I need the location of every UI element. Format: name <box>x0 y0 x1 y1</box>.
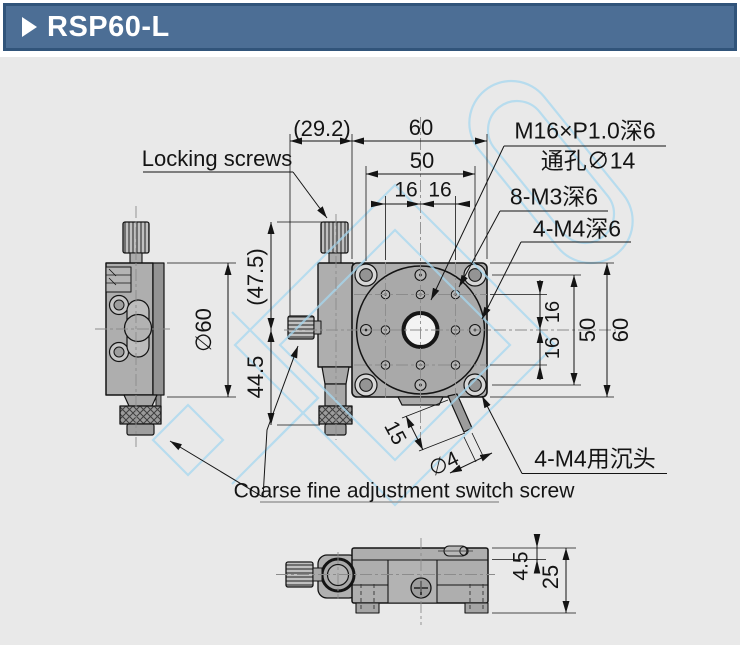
through-hole-note: 通孔∅14 <box>540 147 636 174</box>
centerlines <box>95 117 616 625</box>
leader-lines <box>143 145 667 503</box>
dimension-arrowheads <box>371 200 544 574</box>
counterbore-note: 4-M4用沉头 <box>534 445 656 472</box>
m3-holes-note: 8-M3深6 <box>509 183 599 210</box>
dim-height-to-center: (47.5) <box>243 248 268 306</box>
dim-right-hole-span: 50 <box>575 317 600 343</box>
dim-top-pitch-left: 16 <box>394 178 418 202</box>
dim-base-height: 25 <box>538 564 563 590</box>
dim-top-width: 60 <box>408 115 434 140</box>
page-title: RSP60-L <box>47 10 170 43</box>
locking-screws-label: Locking screws <box>141 146 293 171</box>
m4-holes-note: 4-M4深6 <box>532 215 622 242</box>
coarse-fine-label: Coarse fine adjustment switch screw <box>233 479 575 503</box>
bottom-view <box>285 545 489 614</box>
dim-base-step-height: 4.5 <box>509 551 533 581</box>
center-thread-note: M16×P1.0深6 <box>514 117 656 144</box>
section-header: RSP60-L <box>3 3 737 51</box>
dim-top-pitch-right: 16 <box>428 178 452 202</box>
dim-right-pitch-lower: 16 <box>542 336 564 360</box>
dim-right-pitch-upper: 16 <box>542 300 564 324</box>
fine-adjustment-knob <box>287 315 315 340</box>
dim-height-lower: 44.5 <box>243 355 268 399</box>
dimension-lines <box>224 137 611 613</box>
dim-right-width: 60 <box>608 317 633 343</box>
dim-stage-diameter: ∅60 <box>191 308 216 352</box>
dim-top-offset: (29.2) <box>293 116 351 141</box>
dim-top-hole-span: 50 <box>409 148 435 173</box>
coarse-adjustment-knob <box>318 405 353 425</box>
play-triangle-icon <box>22 17 37 37</box>
